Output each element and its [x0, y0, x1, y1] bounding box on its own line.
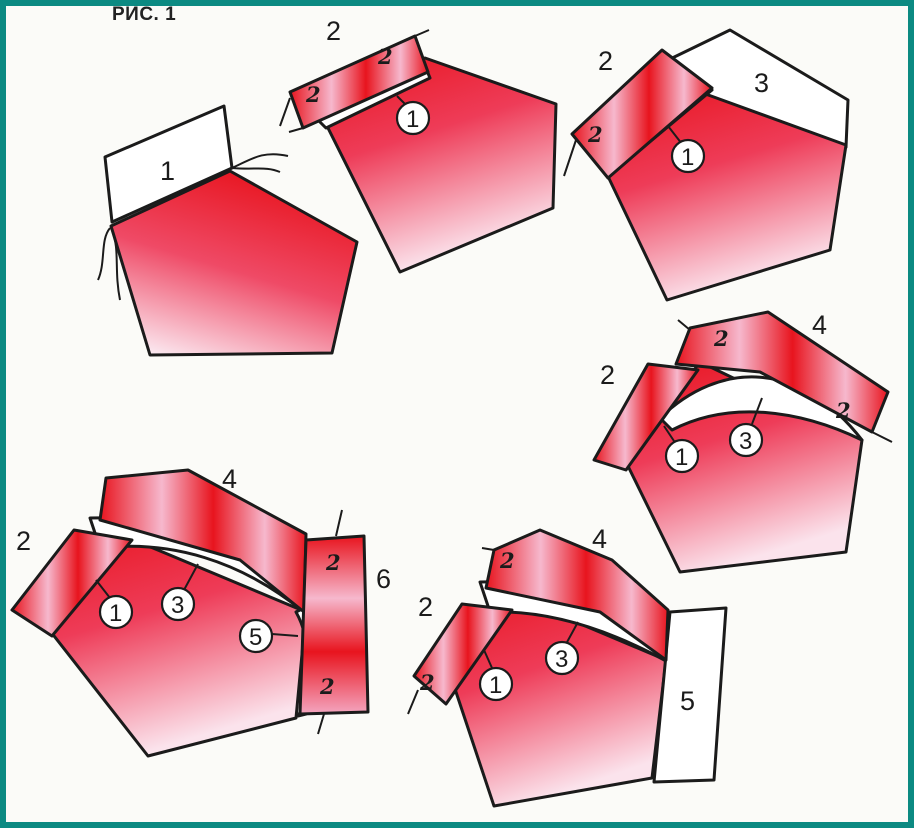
step-3: 2 2 3 1: [563, 28, 850, 302]
band-6: [298, 534, 370, 716]
band-4: [484, 528, 670, 662]
band-2: [592, 362, 700, 472]
callout-circle: [238, 618, 274, 654]
callout-leader: [483, 649, 493, 669]
callout-leader: [667, 125, 683, 145]
callout-number: 3: [555, 646, 568, 673]
diagram-frame: РИС. 1 1: [6, 6, 908, 822]
step-6: 2 2 2 4 5 1 3: [407, 524, 728, 808]
callout-leader: [271, 633, 299, 637]
callout-leader: [95, 579, 111, 599]
band-2: [570, 48, 714, 180]
callout-number: 3: [739, 428, 752, 455]
seam-mark: 2: [587, 122, 603, 147]
callout-number: 1: [489, 672, 502, 699]
band-2-stitches: [279, 29, 430, 133]
callout-number: 1: [681, 144, 694, 171]
sewing-steps-diagram: 1 2 2 2 1 2 2 3 1 2 2 2 4: [10, 16, 893, 808]
band-stitches: [317, 509, 343, 735]
step-4: 2 2 2 4 1 3: [592, 310, 893, 574]
strip-number-5: 5: [680, 686, 695, 716]
callout-circle: [478, 666, 514, 702]
strip-number-3: 3: [754, 68, 769, 98]
band-stitch: [563, 139, 577, 177]
band-number: 4: [592, 524, 607, 554]
callout-number: 5: [249, 624, 262, 651]
step-1: 1: [97, 104, 359, 357]
band-number: 2: [16, 526, 31, 556]
band-number: 2: [600, 360, 615, 390]
callout-circle: [728, 422, 764, 458]
seam-mark: 2: [377, 44, 393, 69]
band-number: 2: [418, 592, 433, 622]
seam-mark: 2: [319, 674, 335, 699]
band-number: 2: [598, 46, 613, 76]
seam-mark: 2: [835, 398, 851, 423]
callout-number: 1: [406, 106, 419, 133]
seam-mark: 2: [419, 670, 435, 695]
callout-circle: [98, 594, 134, 630]
pentagon-piece: [109, 169, 359, 357]
seam-mark: 2: [325, 550, 341, 575]
callout-circle: [395, 100, 431, 136]
band-2: [10, 528, 134, 638]
callout-leader: [565, 621, 579, 645]
callout-circle: [160, 586, 196, 622]
callout-number: 1: [109, 600, 122, 627]
band-stitches: [677, 319, 893, 443]
callout-circle: [664, 438, 700, 474]
seam-mark: 2: [499, 548, 515, 573]
band-stitches: [407, 547, 495, 715]
step-5: 2 2 2 4 6 1 3 5: [10, 464, 391, 758]
seam-mark: 2: [713, 326, 729, 351]
seam-mark: 2: [305, 82, 321, 107]
thread-ends: [97, 153, 289, 301]
callout-number: 1: [675, 444, 688, 471]
callout-number: 3: [171, 592, 184, 619]
band-2: [412, 602, 514, 706]
figure-label: РИС. 1: [112, 6, 177, 25]
band-number: 2: [326, 16, 341, 46]
callout-leader: [751, 397, 763, 425]
band-2: [288, 34, 430, 130]
callout-leader: [183, 563, 199, 591]
callout-circle: [544, 640, 580, 676]
band-number: 4: [812, 310, 827, 340]
band-number: 4: [222, 464, 237, 494]
fold-lining: [658, 375, 864, 442]
step-2: 2 2 2 1: [279, 16, 558, 274]
callout-circle: [670, 138, 706, 174]
band-number: 6: [376, 564, 391, 594]
strip-number-1: 1: [160, 156, 175, 186]
white-strip-5: [652, 606, 728, 784]
